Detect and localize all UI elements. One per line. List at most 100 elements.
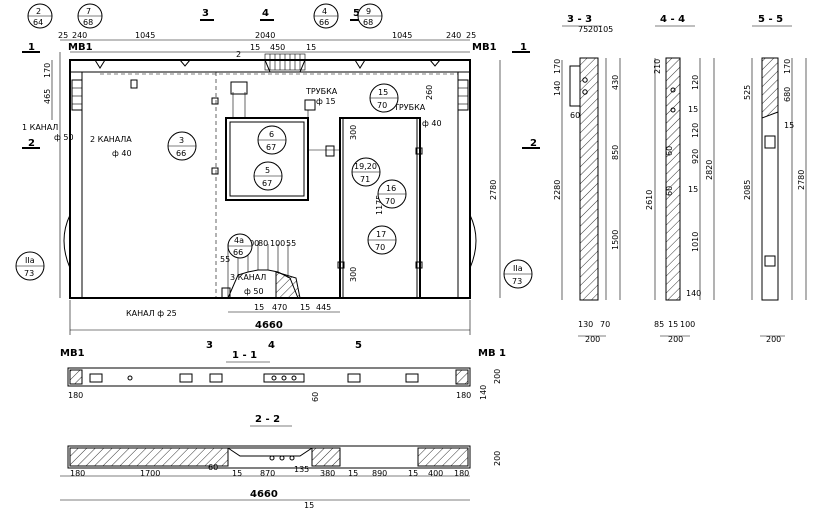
left-dimensions: 170 465	[43, 60, 53, 120]
s22-d15: 15	[232, 469, 242, 478]
label-mb1-s11-left: МВ1	[60, 348, 85, 359]
section-1-1-title: 1 - 1	[232, 350, 257, 361]
s55-d680: 680	[783, 87, 792, 102]
dim-left-465: 465	[43, 89, 52, 104]
s33-d70: 70	[600, 320, 610, 329]
callout-IIa-73-left: IIa 73	[15, 251, 45, 281]
right-dimensions: 2780 260	[425, 85, 498, 200]
svg-text:66: 66	[233, 248, 243, 257]
s33-d2280: 2280	[553, 180, 562, 200]
svg-text:4a: 4a	[234, 236, 244, 245]
s22-d890: 890	[372, 469, 387, 478]
s33-d170: 170	[553, 59, 562, 74]
dim-55b: 55	[286, 239, 296, 248]
label-mb1-right: МВ1	[472, 42, 497, 53]
svg-text:7: 7	[86, 7, 91, 16]
svg-text:9: 9	[366, 7, 371, 16]
svg-text:73: 73	[512, 277, 522, 286]
dim-15: 15	[254, 303, 264, 312]
cut-markers: 1 1 2 2 3 3 4 4 5 5	[22, 8, 540, 351]
s55-d525: 525	[743, 85, 752, 100]
cut-4-top: 4	[262, 8, 269, 19]
s22-d15d: 15	[304, 501, 314, 510]
s33-d200: 200	[585, 335, 600, 344]
svg-text:4: 4	[322, 7, 327, 16]
callout-2-64: 264	[27, 3, 53, 29]
s44-d140: 140	[686, 289, 701, 298]
section-3-3-title: 3 - 3	[567, 14, 592, 25]
svg-text:5: 5	[265, 166, 270, 175]
svg-text:IIa: IIa	[25, 256, 35, 265]
s44-d920: 920	[691, 149, 700, 164]
cut-2-left: 2	[28, 138, 35, 149]
dim-top-450: 450	[270, 43, 285, 52]
svg-text:IIa: IIa	[513, 264, 523, 273]
dim-door-300b: 300	[349, 267, 358, 282]
dim-top-15b: 15	[306, 43, 316, 52]
s22-d400: 400	[428, 469, 443, 478]
svg-text:67: 67	[262, 179, 272, 188]
svg-text:3: 3	[179, 136, 184, 145]
dim-100b: 100	[270, 239, 285, 248]
section-2-2-profile	[67, 445, 471, 469]
cut-1-right: 1	[520, 42, 527, 53]
section-3-3-profile	[579, 57, 599, 301]
s33-d20: 20	[588, 25, 598, 34]
svg-text:66: 66	[176, 149, 186, 158]
window-opening	[225, 117, 309, 201]
callout-19-20-71: 19,20 71	[351, 157, 381, 187]
svg-text:67: 67	[266, 143, 276, 152]
callout-3-66: 366	[167, 131, 197, 161]
cut-4-bottom: 4	[268, 340, 275, 351]
svg-text:68: 68	[363, 18, 373, 27]
s33-d430: 430	[611, 75, 620, 90]
dim-470: 470	[272, 303, 287, 312]
s44-d85: 85	[654, 320, 664, 329]
section-4-4-profile	[665, 57, 681, 301]
s44-d120b: 120	[691, 123, 700, 138]
svg-text:71: 71	[360, 175, 370, 184]
label-kanal3: 3 КАНАЛ	[230, 273, 266, 282]
svg-text:15: 15	[378, 88, 388, 97]
dim-top-240-left: 240	[72, 31, 87, 40]
section-1-1: 1 - 1 МВ1 МВ 1 180 180 200 60 140	[60, 348, 506, 402]
dim-top-25-right: 25	[466, 31, 476, 40]
dim-top-15a: 15	[250, 43, 260, 52]
callout-7-68: 768	[77, 3, 103, 29]
pipe-box	[230, 81, 248, 95]
cut-5-top: 5	[353, 8, 360, 19]
svg-text:64: 64	[33, 18, 43, 27]
s33-d130: 130	[578, 320, 593, 329]
label-trubka1: ТРУБКА	[305, 87, 338, 96]
callout-4-66: 466	[313, 3, 339, 29]
section-3-3: 3 - 3 75 20 105 170 140 430 60 850 1500 …	[553, 14, 621, 344]
section-4-4: 4 - 4 210 120 15 120 60 920 2820 15 60 1…	[645, 14, 715, 344]
svg-text:73: 73	[24, 269, 34, 278]
label-trubka1-d: ф 15	[316, 97, 336, 106]
dim-top-25-left: 25	[58, 31, 68, 40]
label-kanal-bottom: КАНАЛ ф 25	[126, 309, 177, 318]
s44-d210: 210	[653, 59, 662, 74]
right-insert	[457, 79, 469, 111]
s22-d180-right: 180	[454, 469, 469, 478]
svg-text:17: 17	[376, 230, 386, 239]
s44-d15: 15	[688, 105, 698, 114]
svg-text:70: 70	[377, 101, 387, 110]
svg-text:2: 2	[36, 7, 41, 16]
dim-top-240-right: 240	[446, 31, 461, 40]
dim-top-2: 2	[236, 50, 241, 59]
dim-top-1045-left: 1045	[135, 31, 155, 40]
s33-d140: 140	[553, 81, 562, 96]
s44-d200: 200	[668, 335, 683, 344]
dim-door-300a: 300	[349, 125, 358, 140]
s11-d200: 200	[493, 369, 502, 384]
svg-text:16: 16	[386, 184, 396, 193]
svg-text:19,20: 19,20	[354, 162, 377, 171]
s55-d170: 170	[783, 59, 792, 74]
svg-text:70: 70	[375, 243, 385, 252]
label-kanal1: 1 КАНАЛ	[22, 123, 58, 132]
s33-d1500: 1500	[611, 230, 620, 250]
